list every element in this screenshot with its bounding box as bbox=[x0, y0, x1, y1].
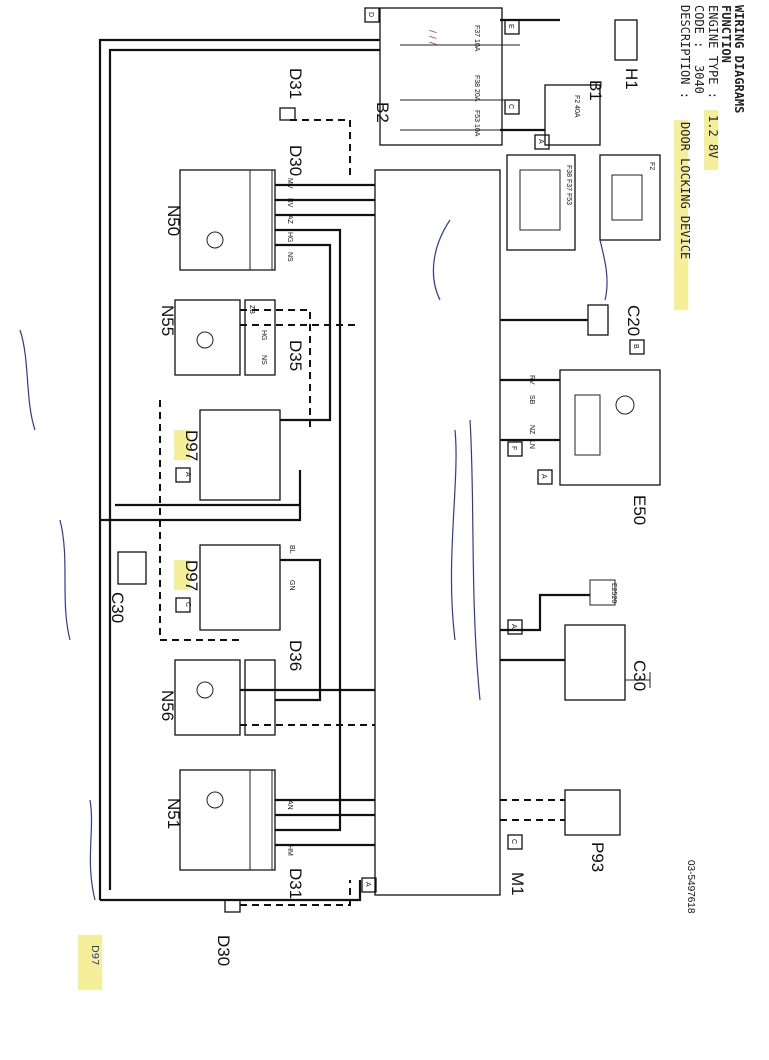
connector-tag: A bbox=[364, 882, 371, 887]
c30-left-label: C30 bbox=[108, 592, 127, 623]
wire-code: SB bbox=[528, 395, 535, 405]
n50-label: N50 bbox=[164, 205, 183, 236]
wire-code: NS bbox=[286, 252, 293, 262]
component-d31-top: D31 bbox=[279, 68, 305, 121]
inset-f2-label: F2 bbox=[648, 162, 655, 170]
m1-label: M1 bbox=[508, 872, 527, 896]
component-n50: N50 bbox=[164, 169, 276, 271]
component-d30-bottom: D30 bbox=[214, 899, 241, 966]
fuse-f2: F2 40A bbox=[573, 95, 580, 118]
e2520-label: E2520 bbox=[610, 583, 617, 603]
component-n55: N55 bbox=[158, 299, 241, 376]
d97-c-sub: C bbox=[184, 602, 191, 607]
stamp: 03-5497618 bbox=[685, 860, 696, 914]
component-d35: D35 bbox=[244, 299, 305, 376]
fuse-f53: F53 10A bbox=[473, 110, 480, 137]
n56-label: N56 bbox=[158, 690, 177, 721]
handwritten-annotations: / / / D97 bbox=[19, 30, 608, 990]
component-m1: M1 bbox=[374, 169, 527, 896]
header-block: WIRING DIAGRAMS FUNCTION ENGINE TYPE : 1… bbox=[674, 5, 746, 310]
connector-tag: D bbox=[367, 12, 374, 17]
d97-a-sub: A bbox=[184, 472, 191, 477]
description-value: DOOR LOCKING DEVICE bbox=[678, 122, 692, 259]
component-c20: C20 bbox=[587, 304, 643, 336]
component-d97-c: D97 C bbox=[174, 544, 281, 631]
wire-code: ZB bbox=[248, 305, 255, 314]
component-p93: P93 bbox=[564, 789, 621, 872]
connector-tag: C bbox=[510, 839, 517, 844]
wires bbox=[98, 18, 651, 906]
code-label: CODE : bbox=[692, 5, 706, 48]
component-b1: B1 F2 40A bbox=[544, 80, 605, 146]
component-d36: D36 bbox=[244, 640, 305, 736]
d31-bottom-label: D31 bbox=[286, 868, 305, 899]
component-c30-relay: E2520 C30 bbox=[564, 579, 649, 701]
function-label: FUNCTION bbox=[719, 5, 733, 63]
c30-relay-label: C30 bbox=[630, 660, 649, 691]
component-d31-bottom: D31 bbox=[286, 868, 305, 899]
wire-code: AN bbox=[286, 800, 293, 810]
diagram-title: WIRING DIAGRAMS bbox=[732, 5, 746, 113]
p93-label: P93 bbox=[588, 842, 607, 872]
component-c30-left: C30 bbox=[108, 551, 147, 623]
component-b2: B2 F37 10A F38 20A F53 10A bbox=[373, 7, 520, 146]
connector-tags: D E C A B F A A C A bbox=[361, 7, 645, 893]
connector-tag: B bbox=[632, 344, 639, 349]
component-n56: N56 bbox=[158, 659, 241, 736]
code-value: 3040 bbox=[692, 65, 706, 94]
connector-tag: F bbox=[510, 446, 517, 450]
h1-label: H1 bbox=[622, 68, 641, 90]
component-d97-a: D97 A bbox=[174, 409, 281, 501]
red-ink-mark: / / / bbox=[427, 30, 437, 46]
connector-tag: A bbox=[540, 474, 547, 479]
c20-label: C20 bbox=[624, 305, 643, 336]
inset-fuse-labels: F38 F37 F53 bbox=[565, 165, 572, 205]
connector-tag: C bbox=[507, 104, 514, 109]
fuse-f37: F37 10A bbox=[473, 25, 480, 52]
wire-code: MV bbox=[286, 178, 293, 189]
wire-code: AZ bbox=[286, 215, 293, 225]
n51-label: N51 bbox=[164, 798, 183, 829]
wire-code: GN bbox=[288, 580, 295, 591]
n55-label: N55 bbox=[158, 305, 177, 336]
d35-label: D35 bbox=[286, 340, 305, 371]
connector-tag: A bbox=[510, 624, 517, 629]
wire-code: NS bbox=[260, 355, 267, 365]
wire-code: HG bbox=[260, 330, 267, 341]
connector-tag: E bbox=[507, 24, 514, 29]
stamp-phone: 03-5497618 bbox=[685, 860, 696, 914]
wire-code: LN bbox=[528, 440, 535, 449]
wire-code: BL bbox=[288, 545, 295, 554]
fuse-f38: F38 20A bbox=[473, 75, 480, 102]
wire-code: HG bbox=[286, 232, 293, 243]
e50-label: E50 bbox=[630, 495, 649, 525]
b2-label: B2 bbox=[373, 102, 392, 123]
d30-top-label: D30 bbox=[286, 145, 305, 176]
component-n51: N51 bbox=[164, 769, 276, 871]
wire-codes: MV BV AZ HG NS ZB HG NS BL GN AN HM RV S… bbox=[248, 178, 535, 856]
engine-type-label: ENGINE TYPE : bbox=[706, 5, 720, 99]
wire-code: NZ bbox=[528, 425, 535, 435]
d97-a-label: D97 bbox=[182, 430, 201, 461]
d31-top-label: D31 bbox=[286, 68, 305, 99]
d36-label: D36 bbox=[286, 640, 305, 671]
description-label: DESCRIPTION : bbox=[678, 5, 692, 99]
component-d30-top: D30 bbox=[286, 145, 305, 176]
wire-code: RV bbox=[528, 375, 535, 385]
component-h1: H1 bbox=[614, 19, 641, 90]
engine-type-value: 1.2 8V bbox=[706, 115, 720, 158]
b1-label: B1 bbox=[586, 80, 605, 101]
fuse-inset-diagram: F38 F37 F53 F2 bbox=[506, 154, 661, 251]
handwritten-d97-note: D97 bbox=[89, 945, 100, 965]
d30-bottom-label: D30 bbox=[214, 935, 233, 966]
connector-tag: A bbox=[537, 139, 544, 144]
component-e50: E50 bbox=[559, 369, 661, 525]
wire-code: HM bbox=[286, 845, 293, 856]
d97-c-label: D97 bbox=[182, 560, 201, 591]
wire-code: BV bbox=[286, 198, 293, 208]
